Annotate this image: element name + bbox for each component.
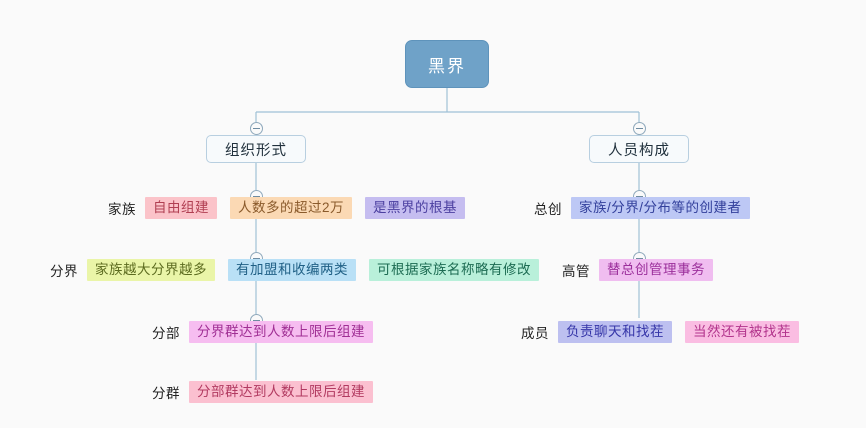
tag-family-1[interactable]: 自由组建	[145, 197, 217, 219]
row-member: 成员 负责聊天和找茬 当然还有被找茬	[521, 321, 799, 343]
tag-subgroup-1[interactable]: 分部群达到人数上限后组建	[189, 381, 373, 403]
root-node[interactable]: 黑界	[405, 40, 489, 88]
row-label-founder: 总创	[534, 202, 562, 217]
tag-division-1[interactable]: 分界群达到人数上限后组建	[189, 321, 373, 343]
tag-boundary-2[interactable]: 有加盟和收编两类	[228, 259, 356, 281]
row-label-member: 成员	[521, 326, 549, 341]
row-label-family: 家族	[108, 202, 136, 217]
branch-node-organization[interactable]: 组织形式	[206, 135, 306, 163]
tag-member-2[interactable]: 当然还有被找茬	[685, 321, 799, 343]
collapse-minus-icon-org[interactable]	[249, 122, 263, 135]
row-label-boundary: 分界	[50, 264, 78, 279]
tag-member-1[interactable]: 负责聊天和找茬	[558, 321, 672, 343]
row-boundary: 分界 家族越大分界越多 有加盟和收编两类 可根据家族名称略有修改	[50, 259, 539, 281]
tag-family-2[interactable]: 人数多的超过2万	[230, 197, 353, 219]
row-subgroup: 分群 分部群达到人数上限后组建	[152, 381, 373, 403]
collapse-minus-icon-ppl[interactable]	[632, 122, 646, 135]
row-division: 分部 分界群达到人数上限后组建	[152, 321, 373, 343]
row-founder: 总创 家族/分界/分布等的创建者	[534, 197, 750, 219]
tag-family-3[interactable]: 是黑界的根基	[365, 197, 466, 219]
row-label-division: 分部	[152, 326, 180, 341]
row-executive: 高管 替总创管理事务	[562, 259, 713, 281]
tag-boundary-1[interactable]: 家族越大分界越多	[87, 259, 215, 281]
branch-node-personnel[interactable]: 人员构成	[589, 135, 689, 163]
tag-founder-1[interactable]: 家族/分界/分布等的创建者	[571, 197, 750, 219]
tag-executive-1[interactable]: 替总创管理事务	[599, 259, 713, 281]
row-label-subgroup: 分群	[152, 386, 180, 401]
row-label-executive: 高管	[562, 264, 590, 279]
row-family: 家族 自由组建 人数多的超过2万 是黑界的根基	[108, 197, 466, 219]
tag-boundary-3[interactable]: 可根据家族名称略有修改	[369, 259, 539, 281]
